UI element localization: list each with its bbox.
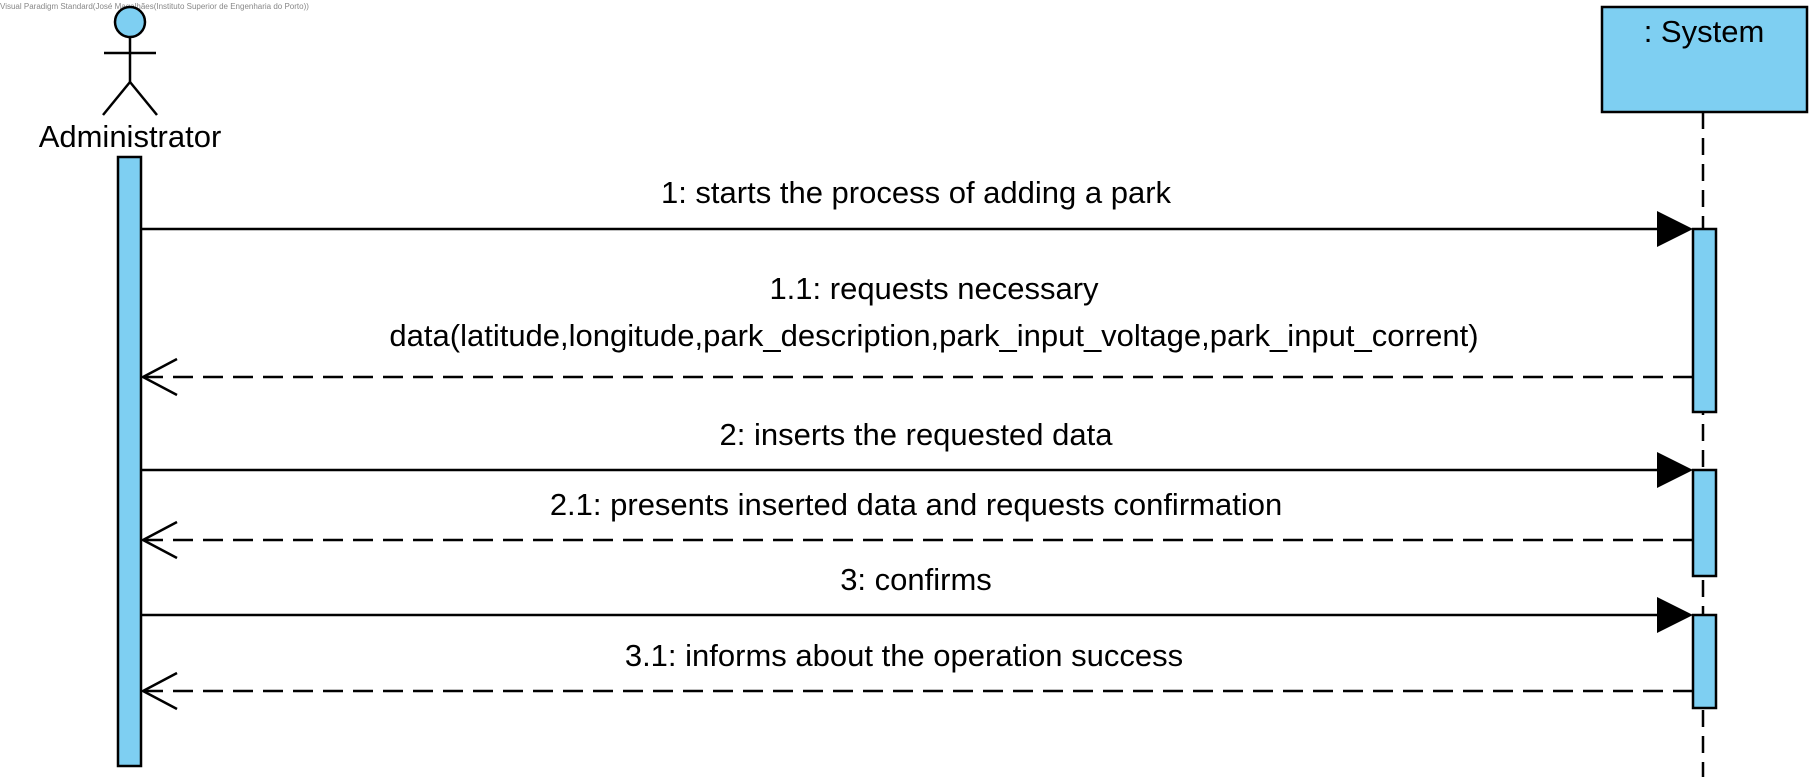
system-activation-bar-3 — [1691, 613, 1718, 710]
message-3-1: 3.1: informs about the operation success — [140, 638, 1693, 711]
message-label: 2: inserts the requested data — [720, 417, 1114, 452]
filled-arrowhead-icon — [1657, 452, 1693, 488]
system-activation-bar-2 — [1691, 468, 1718, 578]
system-name: : System — [1644, 14, 1765, 49]
message-label: 2.1: presents inserted data and requests… — [550, 487, 1282, 522]
message-2-1: 2.1: presents inserted data and requests… — [140, 487, 1693, 560]
actor-right-leg — [129, 81, 158, 116]
message-2: 2: inserts the requested data — [141, 417, 1693, 488]
actor-administrator: Administrator — [39, 5, 222, 154]
message-1-1: 1.1: requests necessary data(latitude,lo… — [140, 271, 1693, 397]
message-label: 3: confirms — [840, 562, 992, 597]
filled-arrowhead-icon — [1657, 597, 1693, 633]
open-arrowhead-icon — [140, 671, 178, 711]
open-arrowhead-icon — [140, 357, 178, 397]
system-activation-bar-1 — [1691, 227, 1718, 414]
watermark-text: Visual Paradigm Standard(José Magalhães(… — [0, 2, 309, 11]
message-label-line-2: data(latitude,longitude,park_description… — [389, 318, 1478, 353]
actor-left-leg — [102, 81, 131, 116]
message-label: 3.1: informs about the operation success — [625, 638, 1183, 673]
system-box — [1600, 5, 1809, 114]
message-1: 1: starts the process of adding a park — [141, 175, 1693, 247]
message-label: 1: starts the process of adding a park — [661, 175, 1172, 210]
open-arrowhead-icon — [140, 520, 178, 560]
message-label-line-1: 1.1: requests necessary — [769, 271, 1099, 306]
filled-arrowhead-icon — [1657, 211, 1693, 247]
message-3: 3: confirms — [141, 562, 1693, 633]
actor-name: Administrator — [39, 119, 222, 154]
actor-activation-bar — [116, 155, 143, 768]
actor-head — [113, 5, 147, 39]
